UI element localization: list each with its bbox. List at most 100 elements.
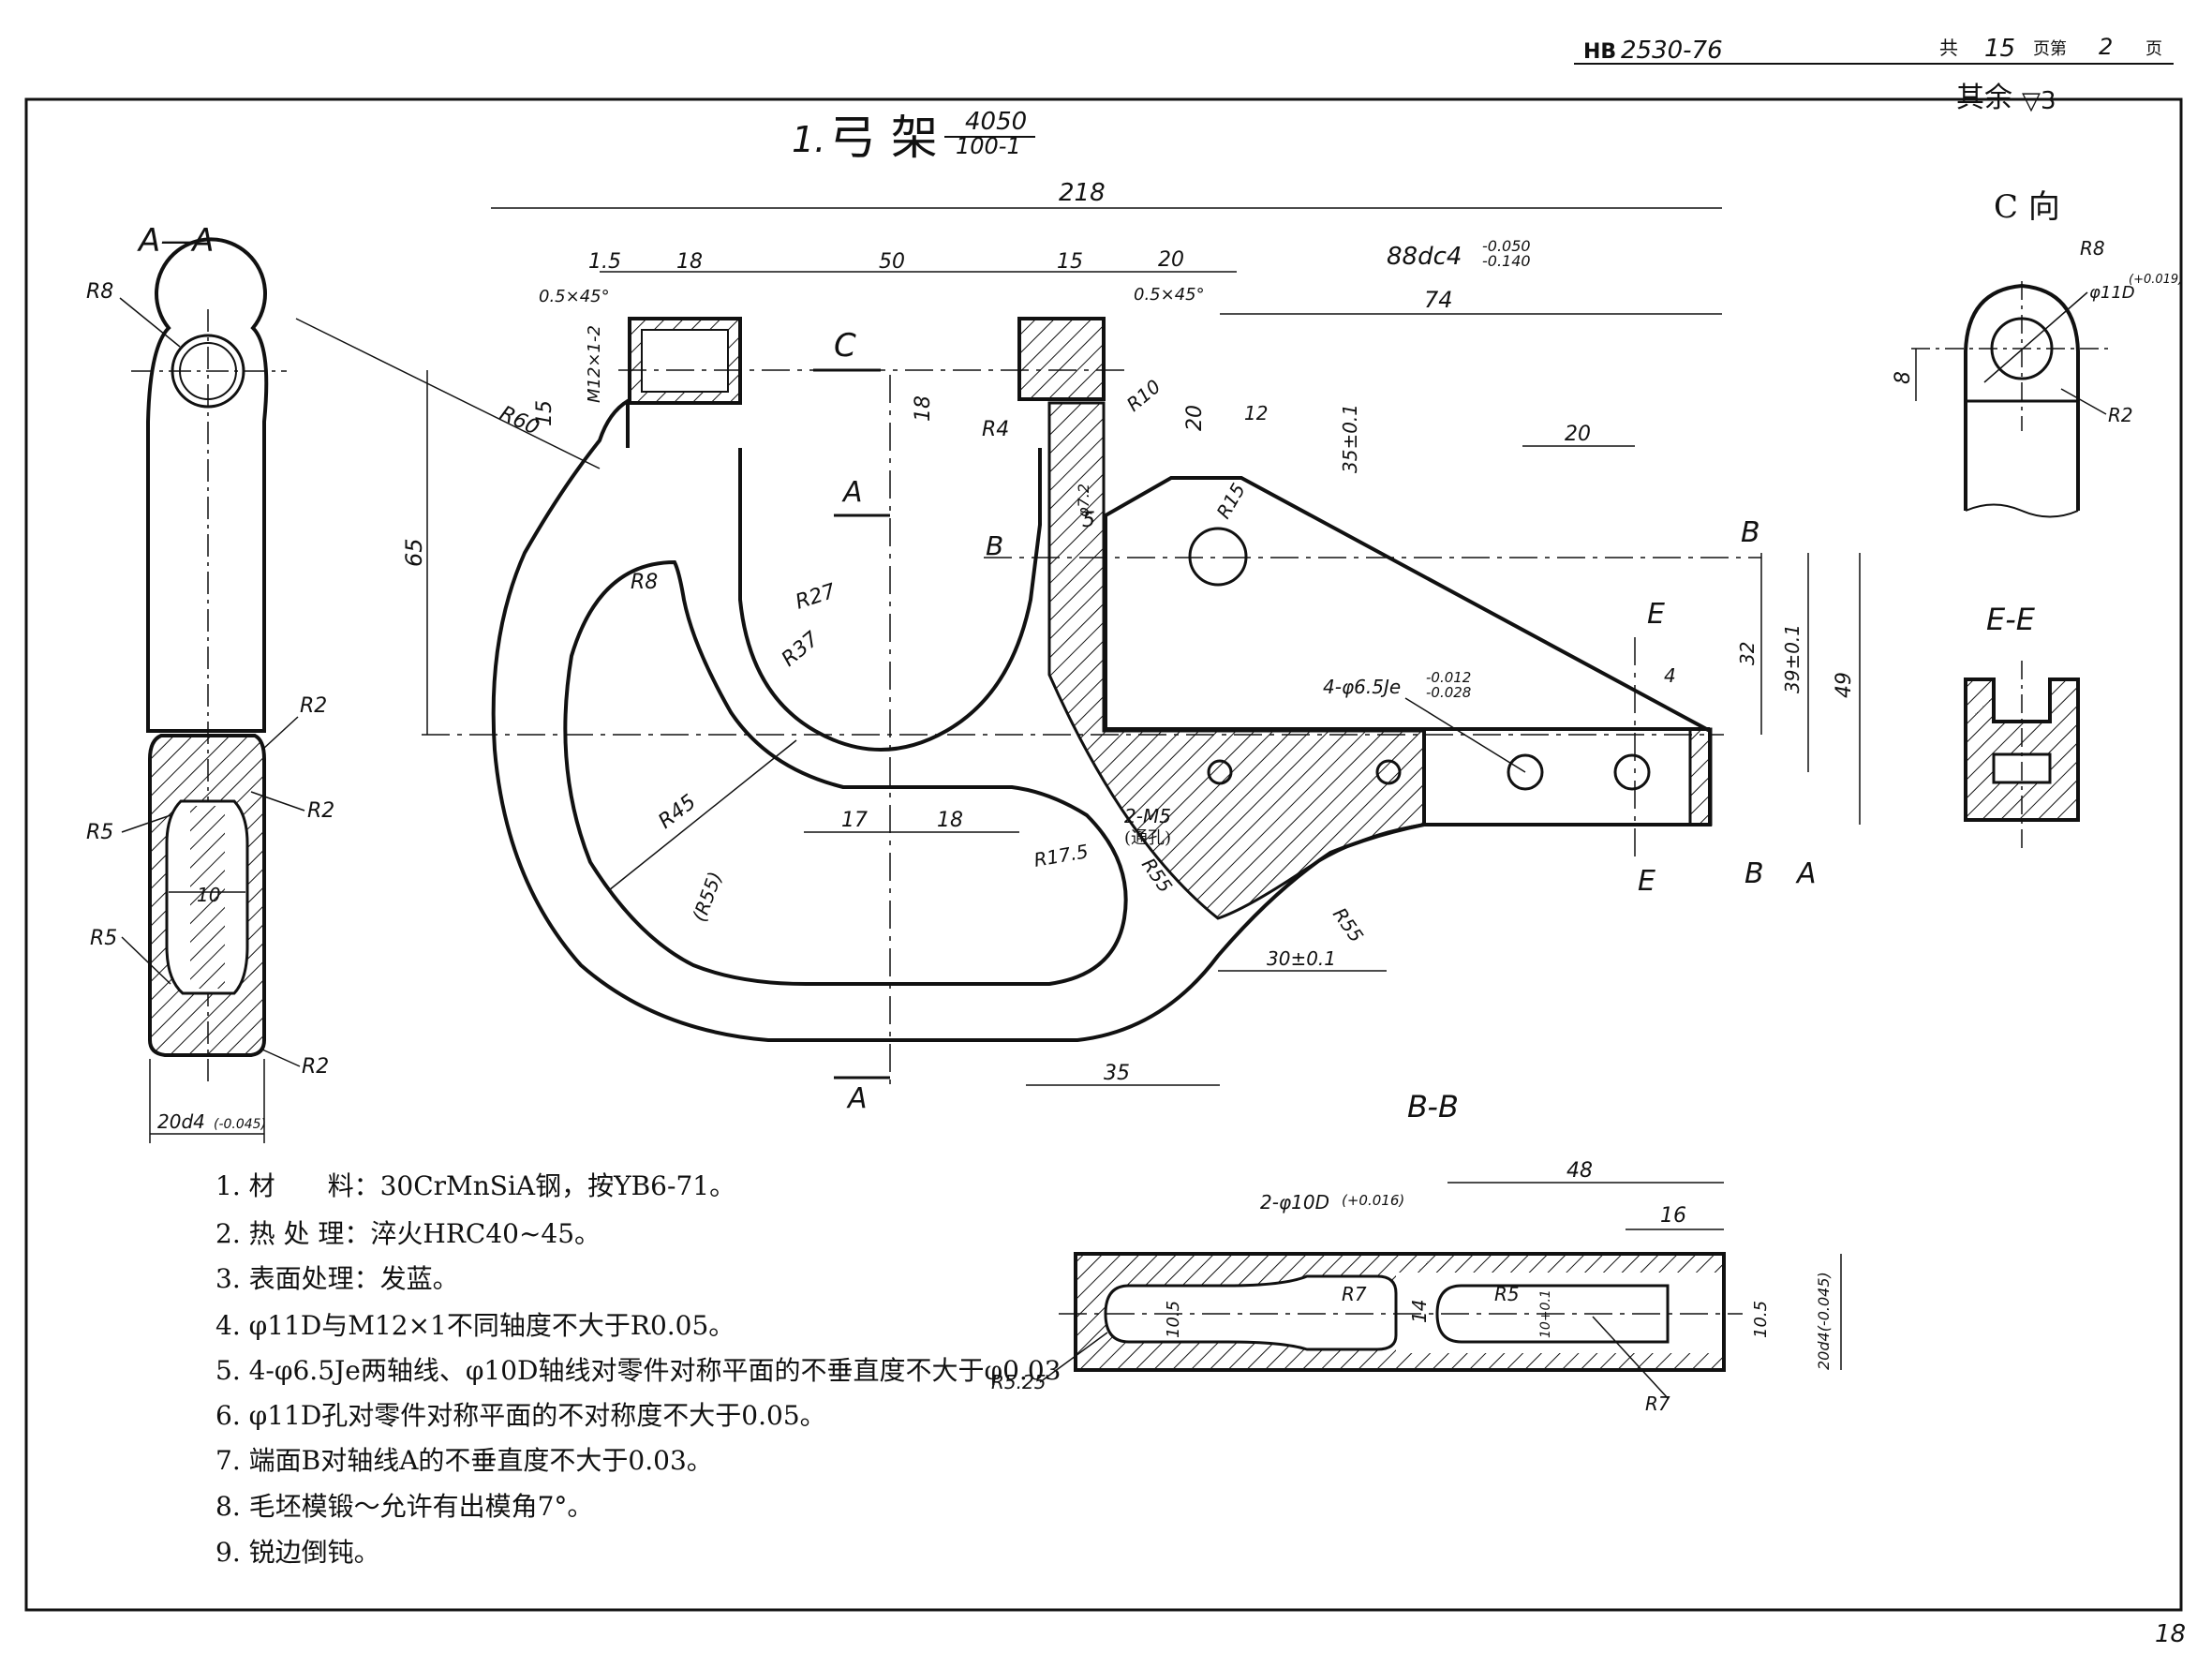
- title-name: 弓 架: [829, 111, 938, 165]
- part-title: 1. 弓 架 4050 100-1: [792, 108, 1035, 165]
- holes-leader: [1404, 697, 1526, 773]
- hole-phi65-2: [1613, 753, 1651, 791]
- frame-inner-slot: [563, 559, 1128, 986]
- standard-prefix: HB: [1583, 40, 1616, 64]
- dim-r55-paren: (R55): [688, 869, 726, 925]
- bb-48: 48: [1566, 1159, 1593, 1183]
- chamfer-right: 0.5×45°: [1134, 285, 1205, 305]
- dim-20-top: 20: [1158, 248, 1184, 272]
- dim-49: 49: [1833, 672, 1856, 698]
- bb-holes-tol: (+0.016): [1342, 1192, 1404, 1209]
- aa-r8-leader: [119, 297, 181, 348]
- section-b-b-left-slot: [1104, 1274, 1398, 1351]
- dim-1-5: 1.5: [588, 250, 621, 274]
- bb-r5: R5: [1494, 1283, 1520, 1305]
- aa-r5b-leader: [121, 936, 171, 985]
- chamfer-left: 0.5×45°: [539, 287, 610, 306]
- dim-15-vertical: 15: [533, 400, 557, 426]
- page-suffix: 页: [2145, 39, 2162, 59]
- bb-width: 20d4(-0.045): [1815, 1272, 1833, 1370]
- left-jaw-bore: [641, 329, 729, 393]
- cut-marker-a-bottom: A: [846, 1082, 868, 1115]
- right-jaw-block: [1017, 317, 1106, 401]
- note-2: 2. 热 处 理：淬火HRC40~45。: [215, 1218, 601, 1249]
- title-code-top: 4050: [965, 108, 1027, 136]
- dim-39: 39±0.1: [1781, 624, 1804, 693]
- hole-phi65-1: [1507, 753, 1544, 791]
- aa-r8: R8: [86, 280, 113, 304]
- section-e-e-body: [1964, 678, 2080, 822]
- hole-r15: [1188, 527, 1248, 587]
- dim-r4: R4: [982, 418, 1009, 441]
- view-c-r2-leader: [2060, 388, 2107, 415]
- title-code-bottom: 100-1: [956, 133, 1021, 159]
- aa-r2a: R2: [300, 694, 327, 718]
- note-1: 1. 材 料：30CrMnSiA钢，按YB6-71。: [215, 1170, 735, 1201]
- cut-marker-e-top: E: [1647, 598, 1665, 631]
- view-c-r2: R2: [2108, 404, 2133, 426]
- dim-17: 17: [841, 809, 868, 832]
- section-e-e-label: E-E: [1986, 602, 2036, 637]
- dim-r27: R27: [793, 580, 839, 615]
- dim-12: 12: [1244, 402, 1268, 424]
- dim-phi7-2: φ7.2: [1075, 484, 1092, 517]
- main-view: 218 1.5 18 50 15 20 88dc4 -0.050 -0.140 …: [295, 179, 1861, 1115]
- dim-holes-tol-lower: -0.028: [1426, 684, 1471, 701]
- end-face-b: [1688, 727, 1713, 826]
- dim-r8: R8: [631, 571, 658, 594]
- aa-r2c: R2: [302, 1055, 329, 1079]
- aa-r5a: R5: [86, 821, 113, 844]
- total-pages: 15: [1984, 35, 2015, 63]
- dim-20-horizontal: 20: [1565, 423, 1591, 446]
- hole-m5-1: [1207, 759, 1233, 785]
- bb-d14: 14: [1408, 1300, 1431, 1323]
- note-6: 6. φ11D孔对零件对称平面的不对称度不大于0.05。: [215, 1400, 826, 1431]
- surface-note-text: 其余: [1956, 82, 2012, 114]
- surface-note-symbol: ▽3: [2022, 87, 2056, 115]
- section-a-a-view: A—A R8 R2 R2 R2 R5 R5 10 20d4 (-0.045): [86, 222, 334, 1143]
- dim-18: 18: [676, 250, 703, 274]
- right-body-section: [1047, 401, 1426, 920]
- cut-marker-b-right: B: [1741, 516, 1760, 549]
- view-c-label: C 向: [1994, 188, 2060, 226]
- aa-r2c-leader: [261, 1049, 301, 1067]
- thread-m12: M12×1-2: [585, 325, 604, 403]
- dim-30: 30±0.1: [1267, 947, 1336, 970]
- dim-m5: 2-M5: [1124, 805, 1171, 827]
- dim-18-vertical: 18: [912, 395, 935, 422]
- bb-16: 16: [1660, 1204, 1686, 1228]
- dim-65: 65: [401, 538, 427, 567]
- bb-d10-tol: 10+0.1: [1538, 1289, 1553, 1338]
- bb-r7b: R7: [1645, 1392, 1670, 1415]
- aa-r2b-leader: [250, 791, 305, 812]
- drawing-border: [24, 97, 2183, 1612]
- r45-leader: [608, 739, 797, 891]
- bb-r5-25: R5.25: [991, 1371, 1046, 1393]
- hole-m5-2: [1375, 759, 1402, 785]
- dim-218: 218: [1059, 179, 1106, 207]
- dim-18-horizontal: 18: [937, 809, 963, 832]
- aa-d10: 10: [197, 884, 220, 906]
- note-8: 8. 毛坯模锻～允许有出模角7°。: [215, 1491, 593, 1522]
- dim-32: 32: [1736, 642, 1759, 665]
- cut-marker-a-right: A: [1795, 857, 1817, 890]
- aa-width: 20d4: [157, 1110, 205, 1133]
- view-c-r8: R8: [2080, 237, 2105, 260]
- view-c-phi11-tol: (+0.019): [2129, 273, 2183, 287]
- bb-d10-5a: 10.5: [1164, 1301, 1183, 1338]
- dim-r15: R15: [1212, 479, 1250, 522]
- frame-inner-throat: [738, 448, 1042, 752]
- cut-marker-a-top: A: [841, 476, 863, 509]
- section-b-b-view: B-B 48 2-φ10D (+0.016) 16 R7 R5 10+0.1 1…: [991, 1089, 1842, 1415]
- dim-r10: R10: [1122, 375, 1165, 416]
- aa-r2a-leader: [261, 716, 299, 751]
- title-number: 1.: [792, 119, 825, 160]
- section-a-a-web: [190, 806, 225, 989]
- note-5: 5. 4-φ6.5Je两轴线、φ10D轴线对零件对称平面的不垂直度不大于φ0.0…: [215, 1355, 1061, 1386]
- dim-20-vertical: 20: [1183, 405, 1207, 431]
- section-b-b-right-hatch-top: [1396, 1254, 1724, 1273]
- view-c-break: [1965, 503, 2079, 518]
- note-4: 4. φ11D与M12×1不同轴度不大于R0.05。: [215, 1310, 735, 1341]
- aa-r2b: R2: [307, 799, 334, 823]
- bb-d10-5b: 10.5: [1751, 1301, 1771, 1338]
